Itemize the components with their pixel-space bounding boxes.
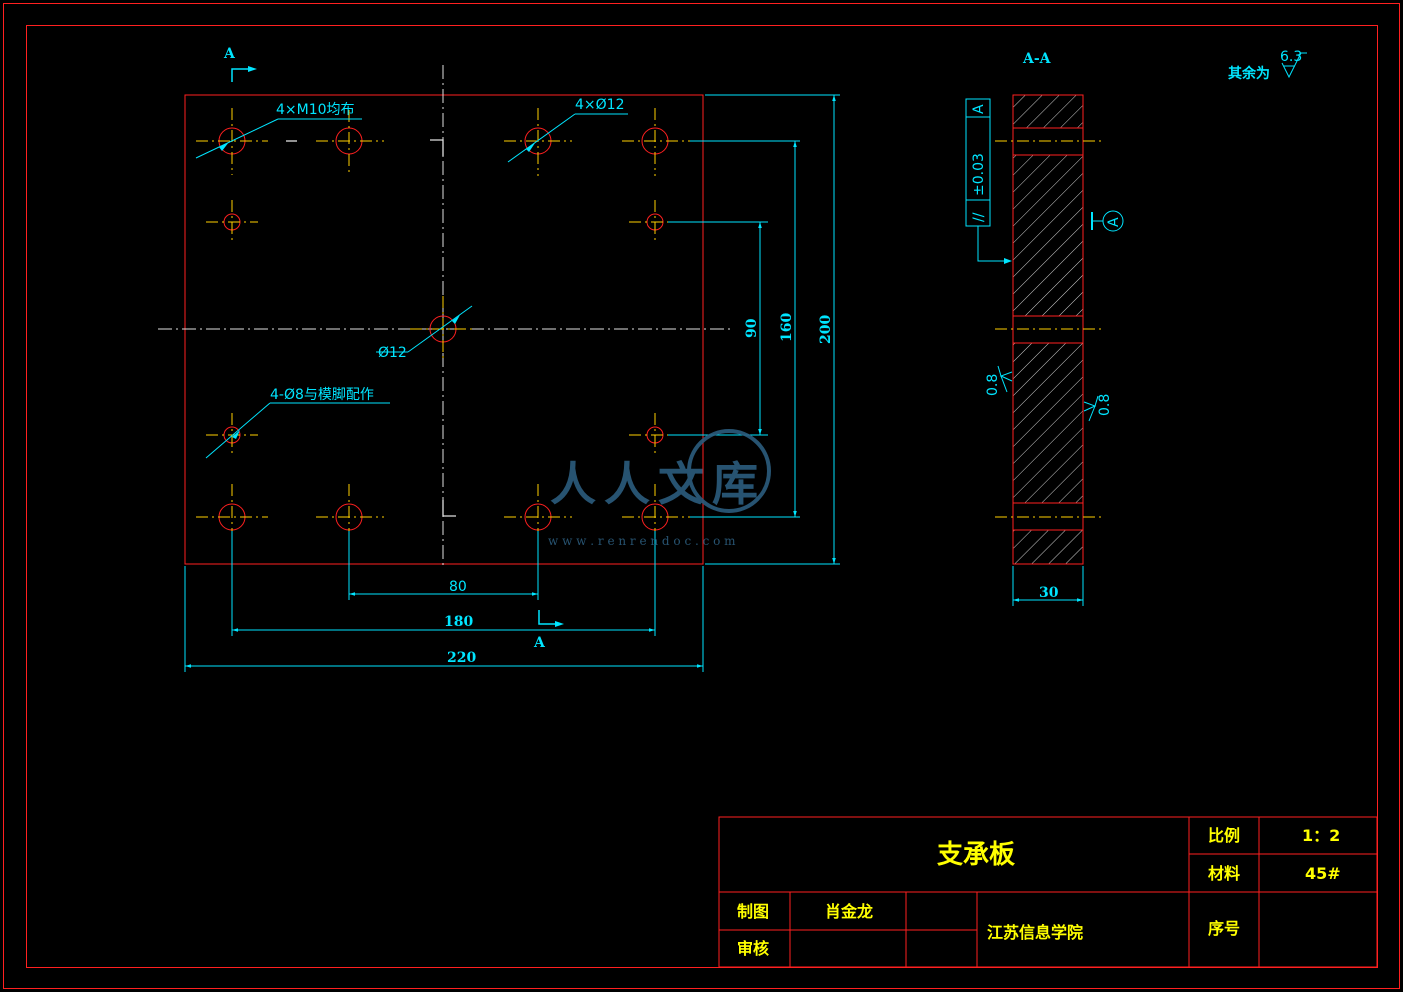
- leader-m10: 4×M10均布: [195, 102, 362, 159]
- note-d12-group: 4×Ø12: [575, 97, 624, 113]
- hole-d8-tl: [206, 200, 258, 244]
- watermark-brand: 人人文库: [550, 457, 766, 511]
- section-body: [1012, 94, 1084, 565]
- parallelism-tolerance-frame: A ±0.03 //: [965, 98, 1012, 264]
- leader-d8: 4-Ø8与模脚配作: [205, 387, 390, 459]
- material-value: 45#: [1305, 864, 1341, 883]
- section-mark-top: A: [223, 46, 236, 62]
- part-name: 支承板: [937, 840, 1015, 870]
- dim-180: 180: [231, 531, 656, 636]
- roughness-note-value: 6.3: [1280, 49, 1302, 65]
- scale-label: 比例: [1208, 826, 1240, 845]
- watermark-url: w w w . r e n r e n d o c . c o m: [548, 534, 736, 548]
- dim-30: 30: [1012, 566, 1084, 606]
- material-label: 材料: [1208, 864, 1240, 883]
- hole-m10-tr: [622, 108, 690, 176]
- dim-160-label: 160: [779, 313, 795, 342]
- section-centerlines: [995, 140, 1105, 518]
- roughness-note-label: 其余为: [1228, 65, 1270, 82]
- dim-90-label: 90: [744, 318, 760, 338]
- title-block: 支承板 比例 1：2 材料 45# 制图 肖金龙 审核 江苏信息学院 序号: [718, 816, 1378, 968]
- datum-symbol: A: [1091, 210, 1124, 232]
- hole-d8-br: [629, 413, 681, 457]
- dim-200-label: 200: [818, 315, 834, 344]
- hole-m10-tl: [196, 108, 268, 175]
- drawn-label: 制图: [737, 902, 769, 921]
- hole-d12-b2: [316, 484, 384, 550]
- datum-symbol-label: A: [1106, 217, 1122, 227]
- leader-d12-center: Ø12: [376, 305, 473, 361]
- hole-d12-t2: [316, 110, 384, 176]
- leader-d12-group: 4×Ø12: [507, 97, 628, 163]
- plan-view: A A: [158, 46, 840, 672]
- roughness-left: 0.8: [985, 365, 1013, 396]
- school-name: 江苏信息学院: [987, 923, 1083, 942]
- tolerance-value: ±0.03: [971, 153, 987, 196]
- dim-220: 220: [184, 566, 704, 672]
- note-d8: 4-Ø8与模脚配作: [270, 387, 374, 403]
- section-view: A-A A ±0.03 //: [965, 51, 1124, 606]
- dim-200: 200: [705, 94, 840, 565]
- roughness-right-value: 0.8: [1097, 394, 1113, 416]
- checked-label: 审核: [737, 939, 769, 958]
- dim-80: 80: [348, 531, 539, 600]
- watermark: 人人文库 w w w . r e n r e n d o c . c o m: [548, 429, 771, 548]
- section-title: A-A: [1022, 51, 1052, 67]
- hole-d12-t3: [504, 108, 572, 176]
- roughness-note: 其余为 6.3: [1228, 49, 1307, 82]
- serial-label: 序号: [1208, 919, 1240, 938]
- dim-180-label: 180: [444, 614, 473, 630]
- roughness-left-value: 0.8: [985, 374, 1001, 396]
- dim-160: 160: [690, 140, 800, 518]
- dim-80-label: 80: [449, 579, 467, 595]
- hole-d12-center: [410, 296, 476, 362]
- section-arrow-bottom: A: [533, 610, 564, 651]
- hole-group-small: [206, 200, 681, 457]
- note-m10: 4×M10均布: [276, 102, 355, 118]
- drawn-by: 肖金龙: [825, 902, 873, 921]
- note-d12-center: Ø12: [378, 345, 407, 361]
- section-mark-bottom: A: [533, 635, 546, 651]
- scale-value: 1：2: [1302, 826, 1340, 845]
- roughness-right: 0.8: [1083, 394, 1113, 422]
- section-arrow-top: A: [223, 46, 257, 82]
- dim-90: 90: [668, 221, 768, 436]
- tolerance-symbol: //: [971, 212, 987, 222]
- tolerance-datum: A: [971, 104, 987, 114]
- dim-220-label: 220: [447, 650, 476, 666]
- dim-30-label: 30: [1039, 585, 1059, 601]
- drawing-frame: [3, 3, 1400, 989]
- hole-d8-tr: [629, 200, 681, 244]
